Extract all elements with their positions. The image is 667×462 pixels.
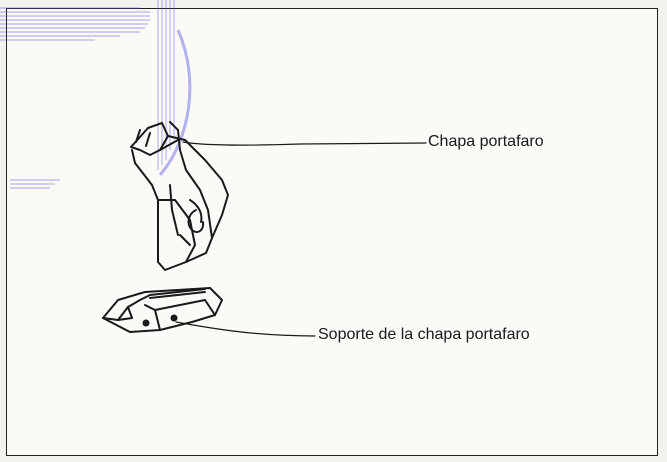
leader-line-upper: [182, 141, 427, 146]
label-headlamp-plate: Chapa portafaro: [428, 133, 544, 150]
headlamp-plate-illustration: [130, 121, 229, 271]
headlamp-plate-support-illustration: [102, 287, 223, 333]
leader-line-lower: [175, 321, 316, 337]
figure-frame: [6, 8, 658, 456]
label-headlamp-plate-support: Soporte de la chapa portafaro: [318, 326, 530, 343]
